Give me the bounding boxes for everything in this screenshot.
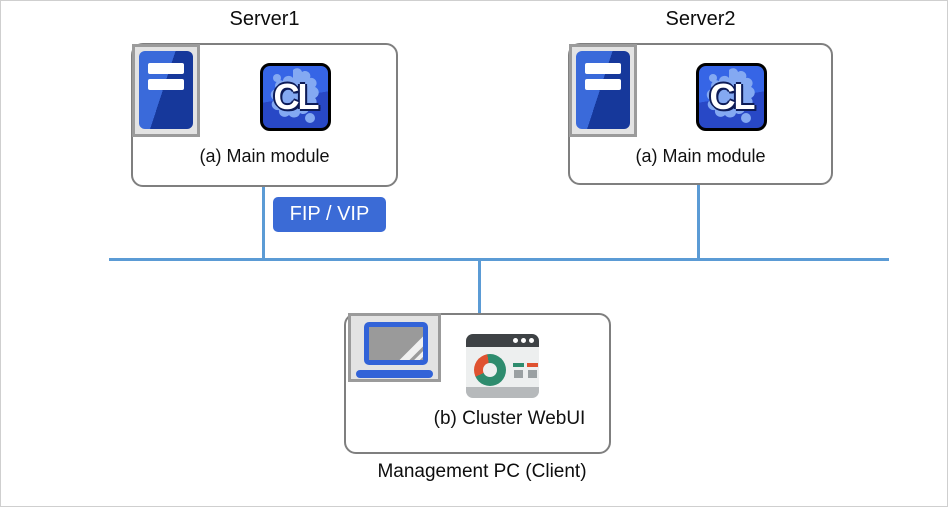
server-tower-icon — [132, 44, 200, 137]
mini-stat-block — [514, 370, 523, 378]
server-tower-slot — [585, 79, 621, 90]
server-tower-icon — [569, 44, 637, 137]
mini-stat-bar-teal — [513, 363, 524, 367]
server-tower-slot — [585, 63, 621, 74]
cl-splat-shape — [706, 68, 755, 123]
laptop-icon — [348, 313, 441, 382]
server-tower-slot — [148, 63, 184, 74]
cl-logo-text: CL — [709, 76, 756, 117]
server2-title: Server2 — [665, 8, 736, 30]
mini-stat-bar-red — [527, 363, 538, 367]
browser-dot-icon — [529, 338, 534, 343]
mini-stat-block — [528, 370, 537, 378]
management-pc-caption: Management PC (Client) — [377, 461, 587, 482]
server-tower-body — [576, 51, 630, 129]
server-tower-body — [139, 51, 193, 129]
server2-module-label: (a) Main module — [635, 146, 766, 166]
server1-module-label: (a) Main module — [199, 146, 330, 166]
server1-title: Server1 — [229, 8, 300, 30]
donut-chart-icon — [474, 354, 506, 386]
laptop-screen — [364, 322, 428, 365]
server-tower-slot — [148, 79, 184, 90]
cl-app-icon: CL — [260, 63, 331, 131]
laptop-base — [356, 370, 433, 378]
cl-logo-text: CL — [273, 76, 320, 117]
browser-dot-icon — [513, 338, 518, 343]
fip-vip-badge: FIP / VIP — [273, 197, 386, 232]
browser-dashboard-icon — [466, 334, 539, 398]
cl-app-icon: CL — [696, 63, 767, 131]
browser-dot-icon — [521, 338, 526, 343]
browser-status-bar — [466, 387, 539, 398]
server2-network-link-line — [697, 184, 700, 259]
browser-title-bar — [466, 334, 539, 347]
management-pc-network-link-line — [478, 260, 481, 314]
server1-network-link-line — [262, 186, 265, 259]
cluster-webui-label: (b) Cluster WebUI — [433, 408, 586, 429]
cl-splat-shape — [270, 68, 319, 123]
network-bus-line — [109, 258, 889, 261]
donut-hole — [483, 363, 497, 377]
